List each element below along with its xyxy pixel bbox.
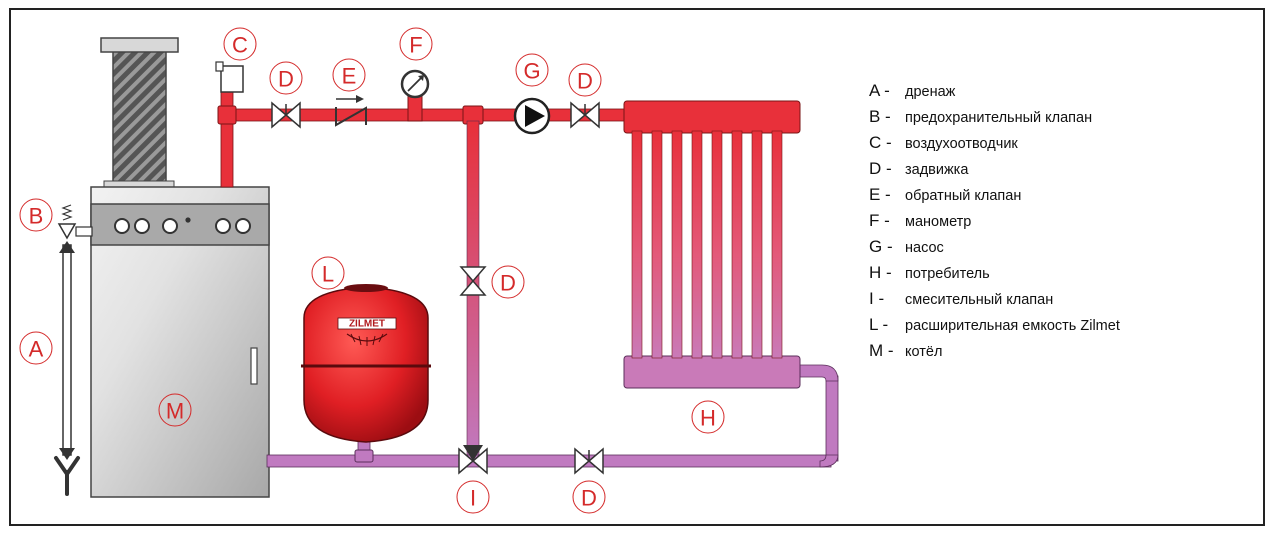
label-g: G	[515, 53, 549, 87]
label-c: C	[223, 27, 257, 61]
legend-item-b: B - предохранительный клапан	[869, 104, 1120, 130]
label-d-4: D	[572, 480, 606, 514]
svg-text:E: E	[342, 64, 357, 89]
legend-text: манометр	[905, 214, 972, 230]
svg-text:L: L	[322, 262, 334, 287]
boiler	[90, 186, 270, 498]
legend-key: G -	[869, 237, 893, 256]
label-d-1: D	[269, 61, 303, 95]
label-d-2: D	[568, 63, 602, 97]
circulation-pump	[513, 97, 551, 135]
svg-text:D: D	[278, 67, 294, 92]
svg-text:G: G	[523, 59, 540, 84]
svg-text:A: A	[29, 337, 44, 362]
boiler-control-knobs	[114, 217, 251, 234]
legend-key: M -	[869, 341, 894, 360]
gate-valve-bypass	[459, 266, 487, 296]
svg-text:H: H	[700, 406, 716, 431]
label-b: B	[19, 198, 53, 232]
svg-text:C: C	[232, 33, 248, 58]
legend-item-h: H - потребитель	[869, 260, 1120, 286]
svg-text:F: F	[409, 33, 422, 58]
legend-item-a: A - дренаж	[869, 78, 1120, 104]
legend-item-d: D - задвижка	[869, 156, 1120, 182]
legend-item-e: E - обратный клапан	[869, 182, 1120, 208]
legend-key: B -	[869, 107, 891, 126]
callout-labels: C D E F G D B A M L D H I D	[19, 27, 725, 514]
legend-key: A -	[869, 81, 890, 100]
legend-key: H -	[869, 263, 892, 282]
legend-item-f: F - манометр	[869, 208, 1120, 234]
label-d-3: D	[491, 265, 525, 299]
legend-key: F -	[869, 211, 890, 230]
legend-text: котёл	[905, 344, 943, 360]
expansion-tank: ZILMET	[301, 284, 431, 463]
legend-key: I -	[869, 289, 885, 308]
label-e: E	[332, 58, 366, 92]
legend-item-i: I - смесительный клапан	[869, 286, 1120, 312]
legend-text: потребитель	[905, 266, 990, 282]
check-valve	[335, 95, 367, 127]
return-pipe	[266, 364, 839, 468]
gate-valve-supply-2	[570, 101, 600, 129]
legend-key: D -	[869, 159, 892, 178]
svg-text:I: I	[470, 486, 476, 511]
mixing-valve	[458, 445, 488, 475]
legend-text: дренаж	[905, 84, 956, 100]
label-f: F	[399, 27, 433, 61]
legend-text: смесительный клапан	[905, 292, 1054, 308]
legend-item-g: G - насос	[869, 234, 1120, 260]
legend-key: L -	[869, 315, 889, 334]
manometer	[400, 69, 430, 122]
safety-valve	[57, 204, 93, 240]
legend-text: расширительная емкость Zilmet	[905, 318, 1120, 334]
svg-text:B: B	[29, 204, 44, 229]
legend-item-m: M - котёл	[869, 338, 1120, 364]
legend-text: насос	[905, 240, 944, 256]
legend-text: задвижка	[905, 162, 969, 178]
gate-valve-return	[574, 447, 604, 475]
tank-brand-label: ZILMET	[349, 319, 385, 330]
label-a: A	[19, 331, 53, 365]
legend-item-c: C - воздухоотводчик	[869, 130, 1120, 156]
svg-text:D: D	[577, 69, 593, 94]
gate-valve-supply-1	[271, 101, 301, 129]
label-l: L	[311, 256, 345, 290]
chimney	[100, 37, 179, 190]
legend-text: обратный клапан	[905, 188, 1022, 204]
legend-key: E -	[869, 185, 891, 204]
svg-text:D: D	[500, 271, 516, 296]
drain-pipe	[54, 241, 80, 496]
radiator	[623, 100, 801, 389]
legend-text: воздухоотводчик	[905, 136, 1018, 152]
legend: A - дренаж B - предохранительный клапан C …	[869, 78, 1120, 364]
label-i: I	[456, 480, 490, 514]
svg-text:M: M	[166, 399, 184, 424]
label-h: H	[691, 400, 725, 434]
legend-key: C -	[869, 133, 892, 152]
legend-text: предохранительный клапан	[905, 110, 1093, 126]
label-m: M	[158, 393, 192, 427]
svg-text:D: D	[581, 486, 597, 511]
legend-item-l: L - расширительная емкость Zilmet	[869, 312, 1120, 338]
